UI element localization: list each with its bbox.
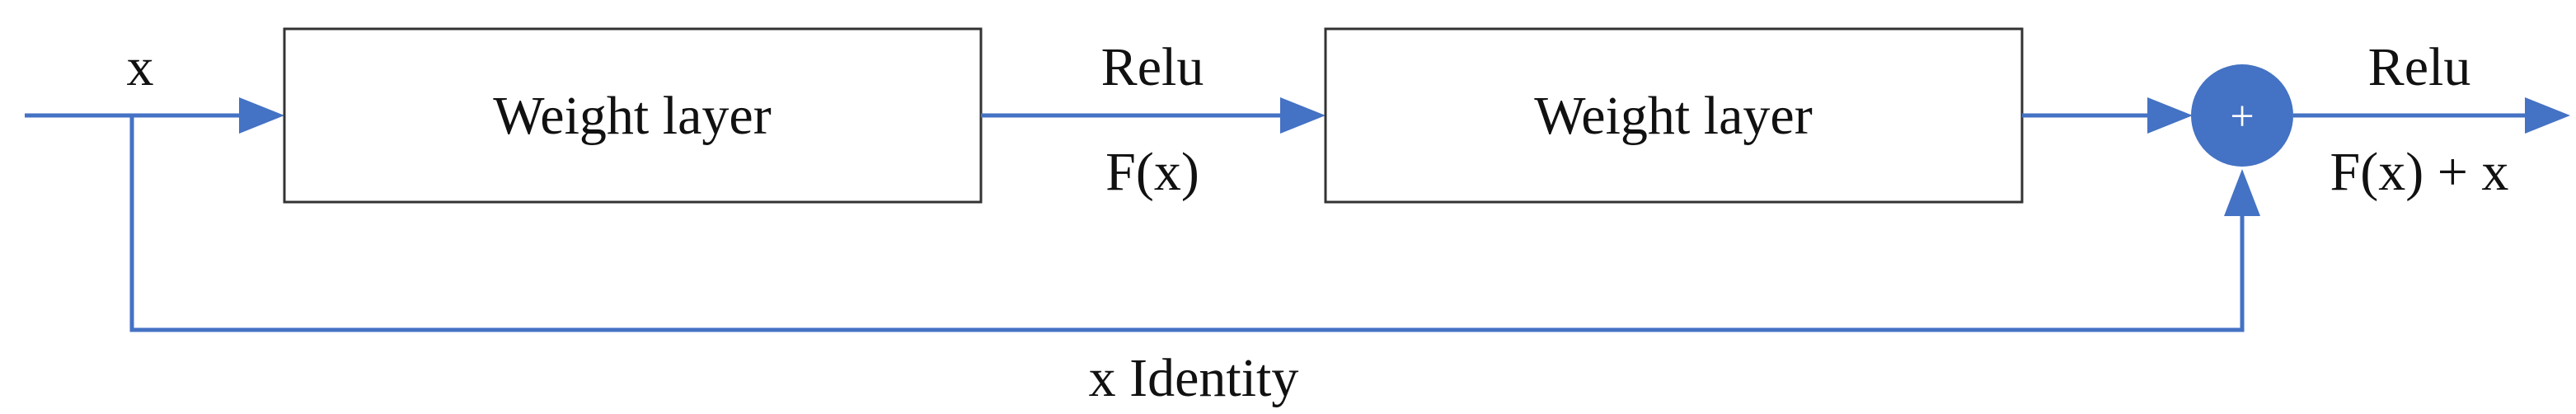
plus-circle-icon — [2191, 64, 2293, 167]
middle-activation-label: Relu — [1101, 37, 1204, 97]
sum-symbol: + — [2230, 93, 2254, 140]
middle-arrow-icon — [1280, 97, 1326, 134]
weight-layer-box-1: Weight layer — [283, 27, 983, 204]
input-arrow-icon — [239, 97, 284, 134]
identity-arrow-icon — [2224, 169, 2260, 216]
weight-layer-box-2: Weight layer — [1324, 27, 2024, 204]
identity-label: x Identity — [1089, 348, 1299, 408]
middle-function-label: F(x) — [1105, 142, 1199, 202]
output-activation-label: Relu — [2368, 37, 2471, 97]
weight-layer-1-label: Weight layer — [493, 86, 771, 146]
input-label: x — [127, 37, 154, 97]
output-arrow-icon — [2525, 97, 2570, 134]
sum-input-arrow-icon — [2147, 97, 2193, 134]
identity-skip-connection — [129, 115, 2245, 332]
sum-node: + — [2191, 64, 2293, 167]
output-function-label: F(x) + x — [2330, 142, 2509, 202]
weight-layer-2-label: Weight layer — [1534, 86, 1812, 146]
